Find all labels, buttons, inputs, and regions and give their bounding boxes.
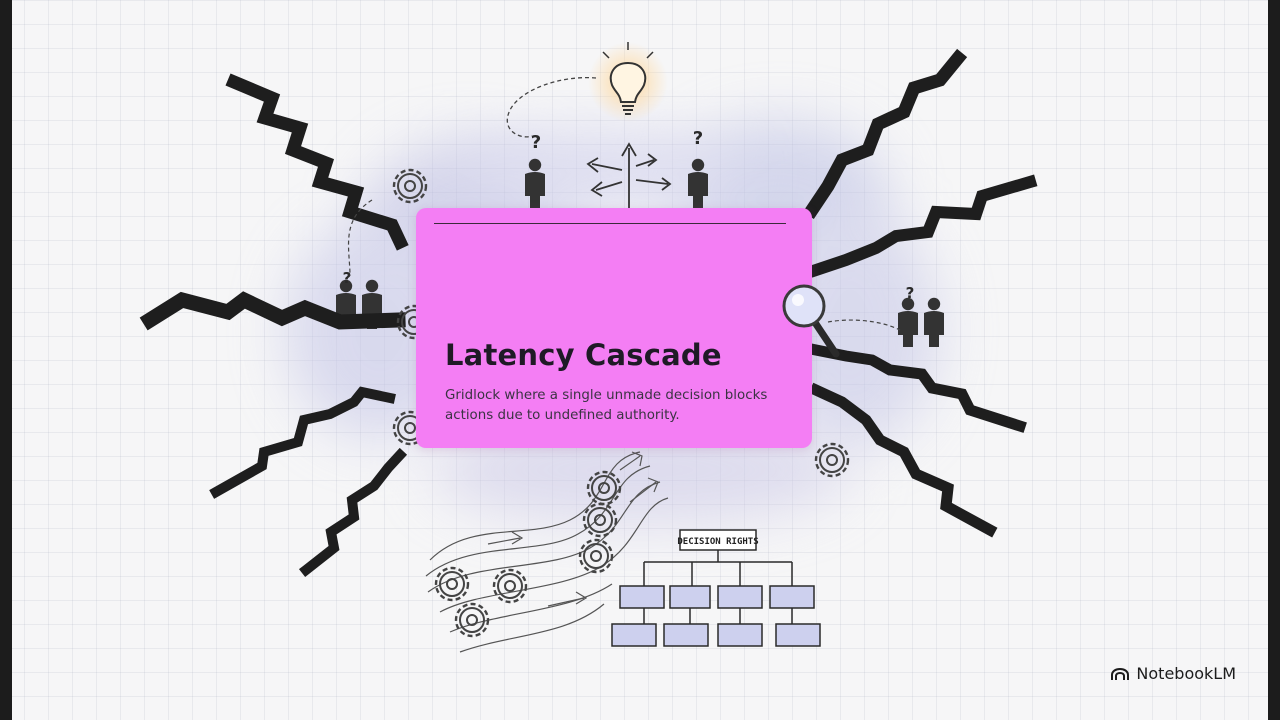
- org-chart-label: DECISION RIGHTS: [677, 537, 758, 547]
- right-frame-edge: [1268, 0, 1280, 720]
- question-mark: ?: [531, 132, 541, 153]
- question-mark: ?: [906, 284, 915, 302]
- card-divider: [434, 223, 786, 224]
- question-mark: ?: [343, 269, 352, 287]
- brand-name: NotebookLM: [1136, 664, 1236, 683]
- title-card: Latency Cascade Gridlock where a single …: [416, 208, 812, 448]
- crack-lines: [139, 48, 1038, 578]
- bulb-connector-line: [506, 76, 597, 138]
- lightbulb-icon: [588, 42, 668, 122]
- slide-title: Latency Cascade: [445, 338, 722, 372]
- question-mark: ?: [693, 128, 703, 149]
- process-flow-swirl: [425, 451, 669, 653]
- slide-subtitle: Gridlock where a single unmade decision …: [445, 388, 768, 423]
- decision-rights-org-chart: [611, 529, 821, 647]
- notebooklm-brand: NotebookLM: [1110, 664, 1236, 683]
- dashed-connector: [827, 319, 901, 331]
- dashed-connector: [347, 199, 373, 277]
- left-frame-edge: [0, 0, 12, 720]
- direction-arrows-icon: [586, 142, 672, 208]
- magnifying-glass-icon: [782, 284, 840, 358]
- notebooklm-logo-icon: [1111, 667, 1130, 680]
